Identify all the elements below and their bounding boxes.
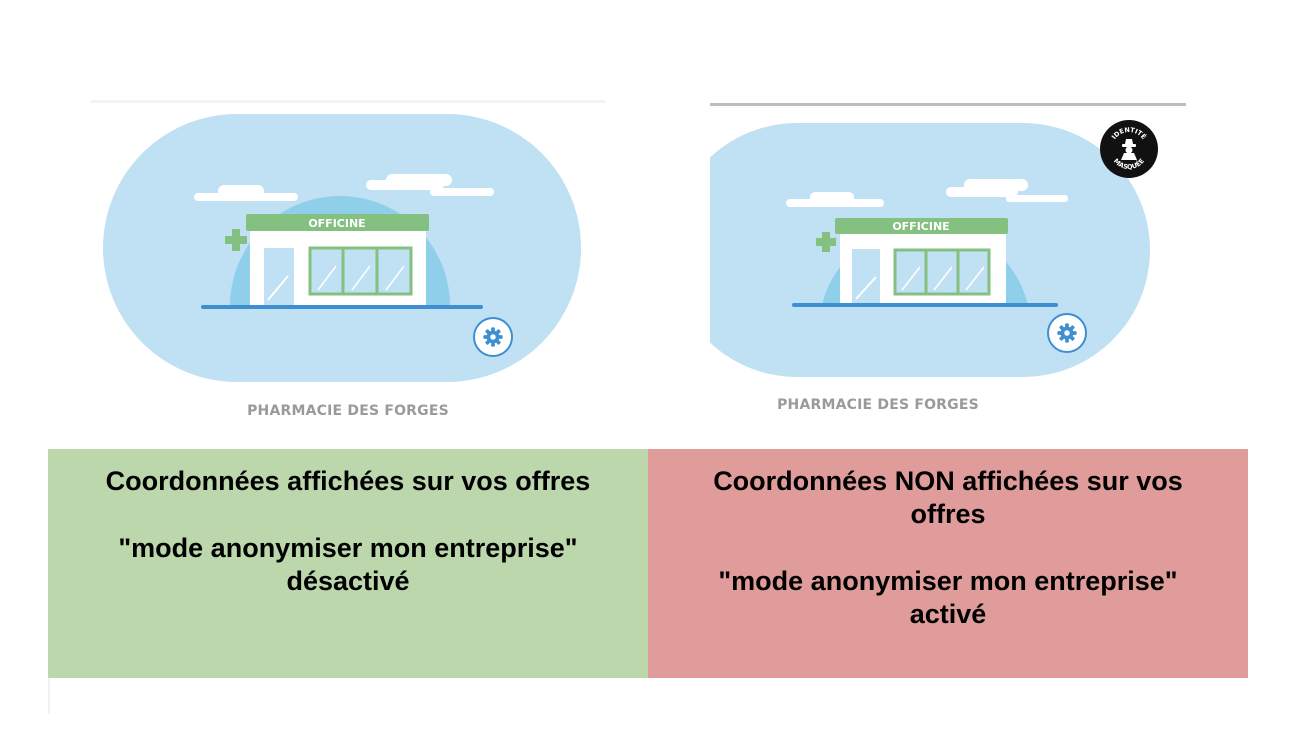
spy-icon: [1121, 139, 1137, 160]
pharmacy-illustration: OFFICINE: [103, 114, 581, 382]
shop-window: [893, 248, 991, 296]
cloud-right: [366, 174, 494, 196]
gear-icon: [1057, 323, 1077, 343]
svg-text:IDENTITÉ: IDENTITÉ: [1110, 126, 1149, 141]
left-pharmacy-card: OFFICINE PHARMACIE DES FORGES: [90, 100, 606, 430]
ground-line: [792, 303, 1058, 307]
panel-heading: Coordonnées NON affichées sur vos offres: [713, 466, 1183, 529]
cloud-left: [194, 185, 298, 201]
panel-mode-text: "mode anonymiser mon entreprise" activé: [718, 566, 1178, 629]
shop-sign-label: OFFICINE: [892, 220, 949, 233]
identite-masquee-badge: IDENTITÉ MASQUÉE: [1100, 120, 1158, 178]
divider: [48, 678, 50, 714]
cloud-left: [786, 192, 884, 207]
panel-heading: Coordonnées affichées sur vos offres: [105, 466, 591, 496]
gear-icon: [483, 327, 503, 347]
shop-window: [308, 246, 413, 296]
panel-mode-text: "mode anonymiser mon entreprise" désacti…: [118, 533, 578, 596]
settings-button[interactable]: [1047, 313, 1087, 353]
status-panel-enabled: Coordonnées affichées sur vos offres "mo…: [48, 449, 648, 678]
cloud-right: [946, 179, 1068, 202]
shop-sign: [246, 214, 429, 231]
settings-button[interactable]: [473, 317, 513, 357]
cross-icon: [225, 229, 247, 251]
pharmacy-name: PHARMACIE DES FORGES: [777, 397, 979, 413]
svg-text:MASQUÉE: MASQUÉE: [1112, 157, 1146, 171]
shop-sign: [835, 218, 1008, 234]
ground-line: [201, 305, 483, 309]
status-panel-disabled: Coordonnées NON affichées sur vos offres…: [648, 449, 1248, 678]
badge-top-text: IDENTITÉ: [1110, 126, 1149, 141]
pharmacy-name: PHARMACIE DES FORGES: [247, 403, 449, 419]
shop-door: [852, 249, 880, 304]
right-pharmacy-card: OFFICINE IDENTITÉ MASQUÉE: [710, 103, 1186, 423]
pharmacy-illustration: OFFICINE: [710, 123, 1150, 377]
cross-icon: [816, 232, 836, 252]
shop-door: [264, 248, 294, 305]
shop-sign-label: OFFICINE: [308, 217, 365, 230]
card-top-border: [90, 100, 606, 103]
badge-bottom-text: MASQUÉE: [1112, 157, 1146, 171]
card-top-border: [710, 103, 1186, 106]
